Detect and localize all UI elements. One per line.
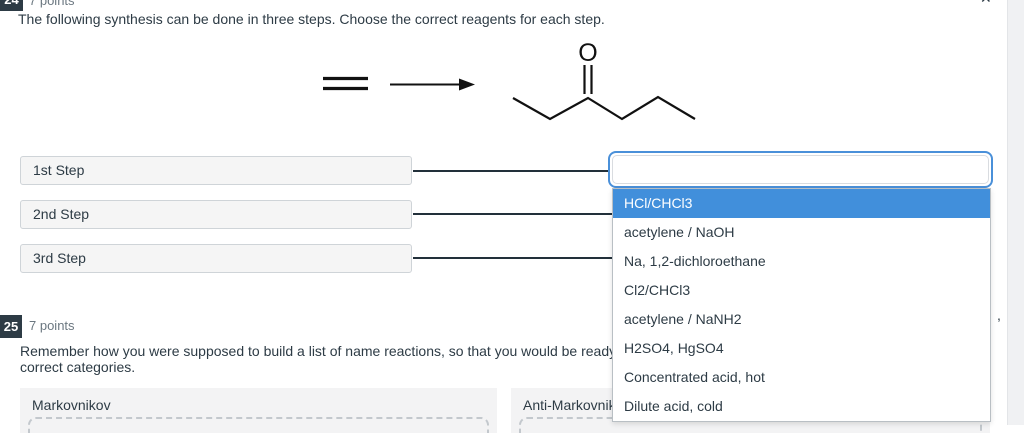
ethylene-structure [323, 76, 368, 91]
match-box-2nd-step: 2nd Step [20, 200, 412, 229]
question-25-points: 7 points [29, 318, 75, 333]
connector-line-step-3 [413, 257, 612, 259]
category-markovnikov-label: Markovnikov [32, 397, 111, 413]
dropdown-option[interactable]: Na, 1,2-dichloroethane [613, 247, 990, 276]
reagent-select-value[interactable] [612, 155, 989, 184]
reaction-arrow-icon [390, 78, 475, 91]
reagent-dropdown-list: HCl/CHCl3 acetylene / NaOH Na, 1,2-dichl… [612, 188, 991, 422]
question-24-prompt: The following synthesis can be done in t… [18, 11, 605, 27]
dropdown-option[interactable]: H2SO4, HgSO4 [613, 334, 990, 363]
dropdown-option[interactable]: acetylene / NaNH2 [613, 305, 990, 334]
question-25-number-badge: 25 [0, 315, 22, 338]
connector-line-step-2 [413, 213, 612, 215]
reagent-select[interactable] [608, 151, 993, 188]
dropdown-option[interactable]: Dilute acid, cold [613, 392, 990, 421]
dropdown-option[interactable]: Concentrated acid, hot [613, 363, 990, 392]
page-right-rail [1007, 0, 1024, 425]
match-box-3rd-step: 3rd Step [20, 244, 412, 273]
clipped-text-fragment: , [997, 307, 1001, 323]
question-25-prompt-line1: Remember how you were supposed to build … [20, 343, 673, 359]
question-24-number-badge: 24 [0, 0, 23, 11]
carbonyl-oxygen-label: O [578, 39, 597, 67]
reaction-scheme-drawing: O [323, 39, 696, 121]
dropdown-option[interactable]: acetylene / NaOH [613, 218, 990, 247]
category-markovnikov: Markovnikov [20, 388, 497, 433]
category-anti-markovnikov-label: Anti-Markovnikov [523, 397, 631, 413]
question-24-points: 7 points [29, 0, 75, 8]
markovnikov-drop-zone[interactable] [28, 417, 489, 433]
match-box-1st-step: 1st Step [20, 156, 412, 185]
dropdown-option[interactable]: HCl/CHCl3 [613, 189, 990, 218]
connector-line-step-1 [413, 170, 612, 172]
ketone-product-structure: O [512, 39, 696, 121]
dropdown-option[interactable]: Cl2/CHCl3 [613, 276, 990, 305]
close-icon[interactable]: ✕ [980, 0, 992, 7]
question-25-prompt-line2: correct categories. [20, 359, 136, 375]
